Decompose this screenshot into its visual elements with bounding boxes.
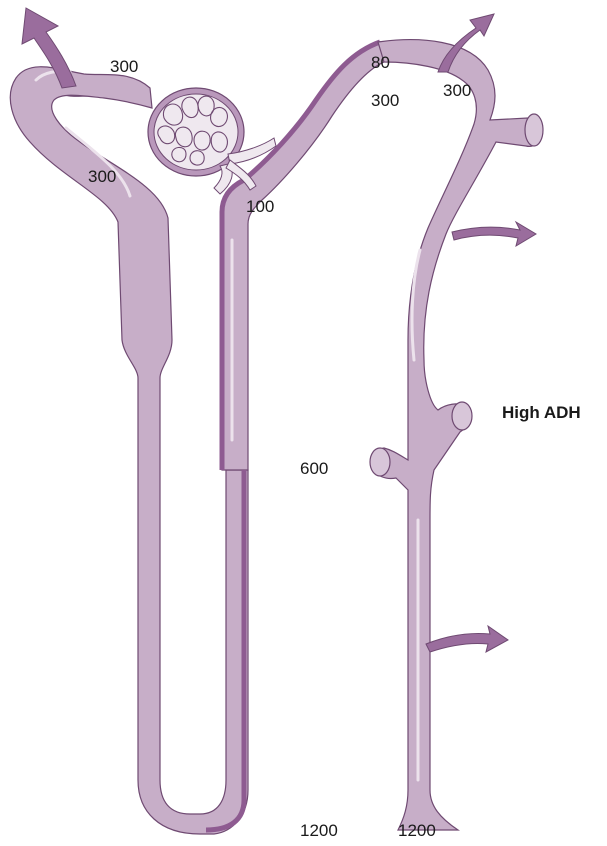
label-distal-top-osm: 80 (371, 53, 390, 72)
arrow-collecting-lower (426, 626, 508, 652)
label-ascending-thick-osm: 100 (246, 197, 274, 216)
ascending-limb-body (222, 42, 384, 470)
label-loop-bottom-osm: 1200 (300, 821, 338, 840)
upper-side-branch-end (452, 402, 472, 430)
label-glomerulus-osm: 300 (110, 57, 138, 76)
proximal-tubule-body (10, 67, 248, 834)
cortical-branch-end (525, 114, 543, 146)
label-proximal-osm: 300 (88, 167, 116, 186)
glomerulus-inner (154, 94, 238, 170)
arrow-collecting-upper (452, 222, 536, 246)
label-collecting-bottom-osm: 1200 (398, 821, 436, 840)
label-medulla-mid-osm: 600 (300, 459, 328, 478)
label-high-adh: High ADH (502, 403, 581, 422)
label-collecting-top-osm: 300 (443, 81, 471, 100)
label-distal-top-osm2: 300 (371, 91, 399, 110)
lower-side-branch-end (370, 448, 390, 476)
distal-tubule-body (371, 40, 543, 830)
